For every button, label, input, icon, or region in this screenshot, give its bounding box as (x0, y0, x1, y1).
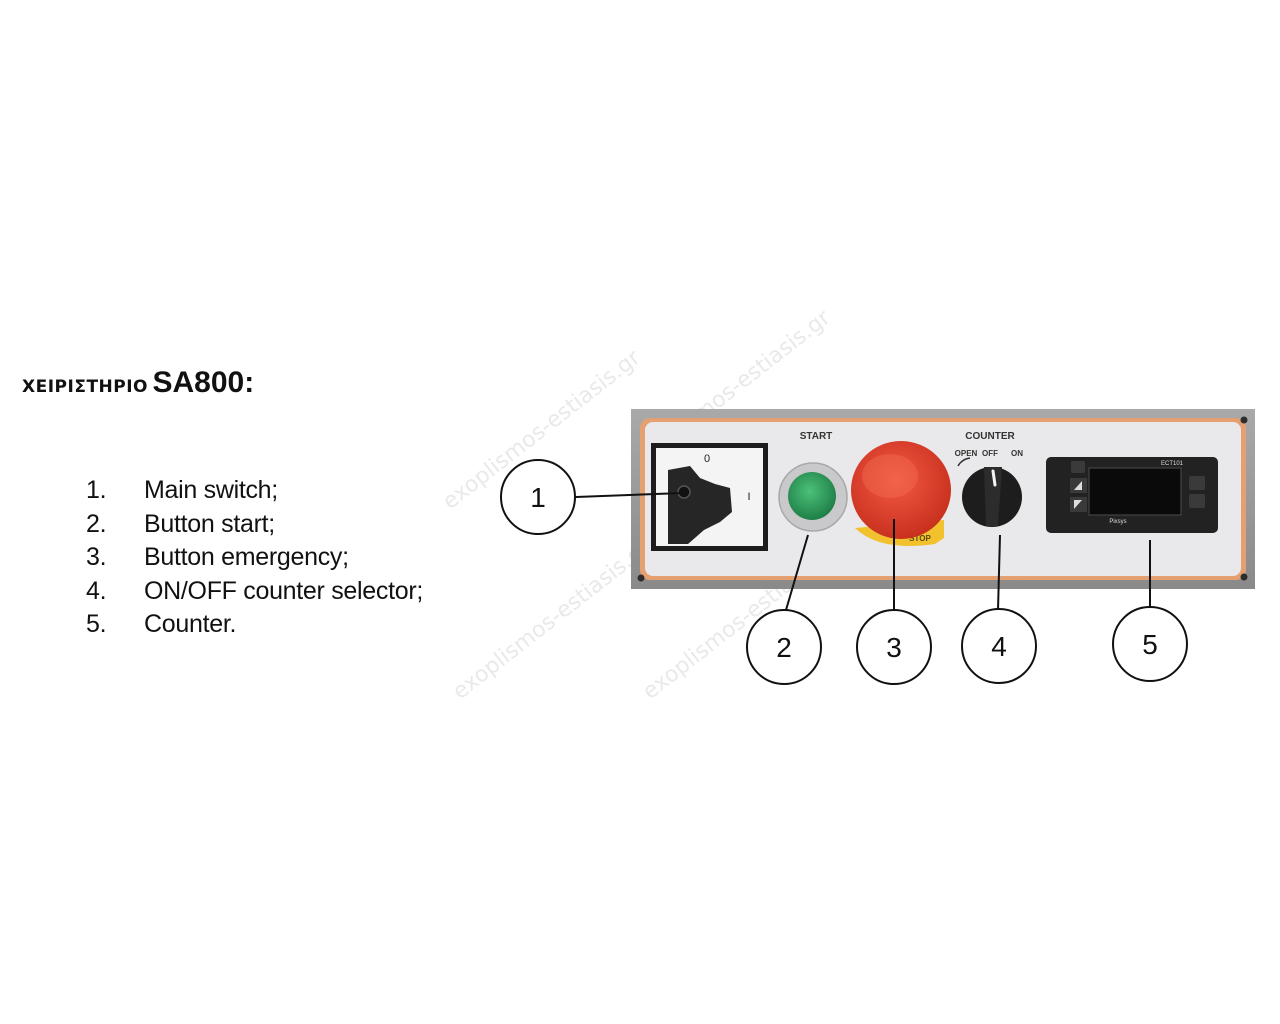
legend-item: 3. Button emergency; (86, 541, 423, 575)
selector-on-label: ON (1011, 449, 1023, 458)
start-button[interactable] (778, 462, 848, 532)
callout-circle-5 (1112, 606, 1188, 682)
callout-circle-3 (856, 609, 932, 685)
start-button-cap (788, 472, 836, 520)
counter-down-button[interactable] (1070, 497, 1087, 512)
switch-mark-on: I (747, 491, 750, 503)
legend-text: Main switch; (144, 476, 278, 504)
callout-number-3: 3 (886, 632, 902, 663)
selector-open-label: OPEN (955, 449, 978, 458)
callout-number-2: 2 (776, 632, 792, 663)
title-greek: ΧΕΙΡΙΣΤΗΡΙΟ (22, 377, 149, 397)
emergency-button-cap (851, 441, 951, 539)
legend-number: 4. (86, 576, 107, 605)
selector-handle (984, 467, 1002, 526)
screw-icon (1240, 416, 1248, 424)
emergency-button[interactable]: STOP (851, 441, 951, 546)
callout-leaders (575, 492, 1151, 611)
legend-number: 3. (86, 543, 107, 571)
legend-number: 1. (86, 476, 107, 504)
watermark-text: exoplismos-estiasis.gr (448, 535, 656, 705)
leader-line-4 (997, 534, 1001, 611)
counter-right-bottom-button[interactable] (1189, 494, 1205, 508)
emergency-ring-text: STOP (909, 534, 931, 543)
counter-selector[interactable] (962, 467, 1022, 527)
leader-line-1 (575, 492, 684, 498)
legend-text: Button start; (144, 509, 275, 538)
callouts: 1 2 3 4 5 (500, 459, 1188, 685)
legend-text: Button emergency; (144, 543, 349, 571)
legend-item: 2. Button start; (86, 508, 423, 542)
screw-icon (637, 574, 645, 582)
rotate-arrow-icon (957, 457, 971, 467)
manual-title: ΧΕΙΡΙΣΤΗΡΙΟ SA800: (22, 366, 254, 400)
callout-circle-1 (500, 459, 576, 535)
counter-label: COUNTER (965, 431, 1015, 442)
counter-screen (1088, 467, 1182, 516)
switch-mark-off: 0 (704, 453, 710, 465)
legend-item: 1. Main switch; (86, 474, 423, 508)
counter-prg-button[interactable] (1071, 461, 1085, 473)
selector-off-label: OFF (982, 449, 998, 458)
legend-number: 5. (86, 610, 107, 638)
callout-number-1: 1 (530, 482, 546, 513)
counter-model: ECT101 (1161, 461, 1184, 467)
callout-number-5: 5 (1142, 629, 1158, 660)
emergency-button-highlight (862, 454, 918, 498)
component-legend: 1. Main switch; 2. Button start; 3. Button … (86, 474, 423, 642)
legend-text: ON/OFF counter selector; (144, 576, 423, 605)
callout-number-4: 4 (991, 631, 1007, 662)
legend-text: Counter. (144, 610, 237, 638)
main-switch[interactable]: 0 I (651, 443, 768, 551)
callout-circle-4 (961, 608, 1037, 684)
title-model: SA800: (152, 366, 255, 399)
start-label: START (800, 431, 833, 442)
legend-item: 4. ON/OFF counter selector; (86, 575, 423, 609)
selector-indicator (991, 469, 997, 487)
counter-right-top-button[interactable] (1189, 476, 1205, 490)
counter-display: ECT101 Pixsys (1046, 457, 1218, 533)
keyhole-icon (677, 485, 691, 499)
leader-line-2 (785, 534, 809, 611)
counter-brand: Pixsys (1109, 519, 1126, 525)
callout-circle-2 (746, 609, 822, 685)
screw-icon (1240, 573, 1248, 581)
up-arrow-icon (1074, 481, 1082, 490)
legend-item: 5. Counter. (86, 608, 423, 642)
down-arrow-icon (1074, 500, 1082, 509)
legend-number: 2. (86, 509, 107, 538)
